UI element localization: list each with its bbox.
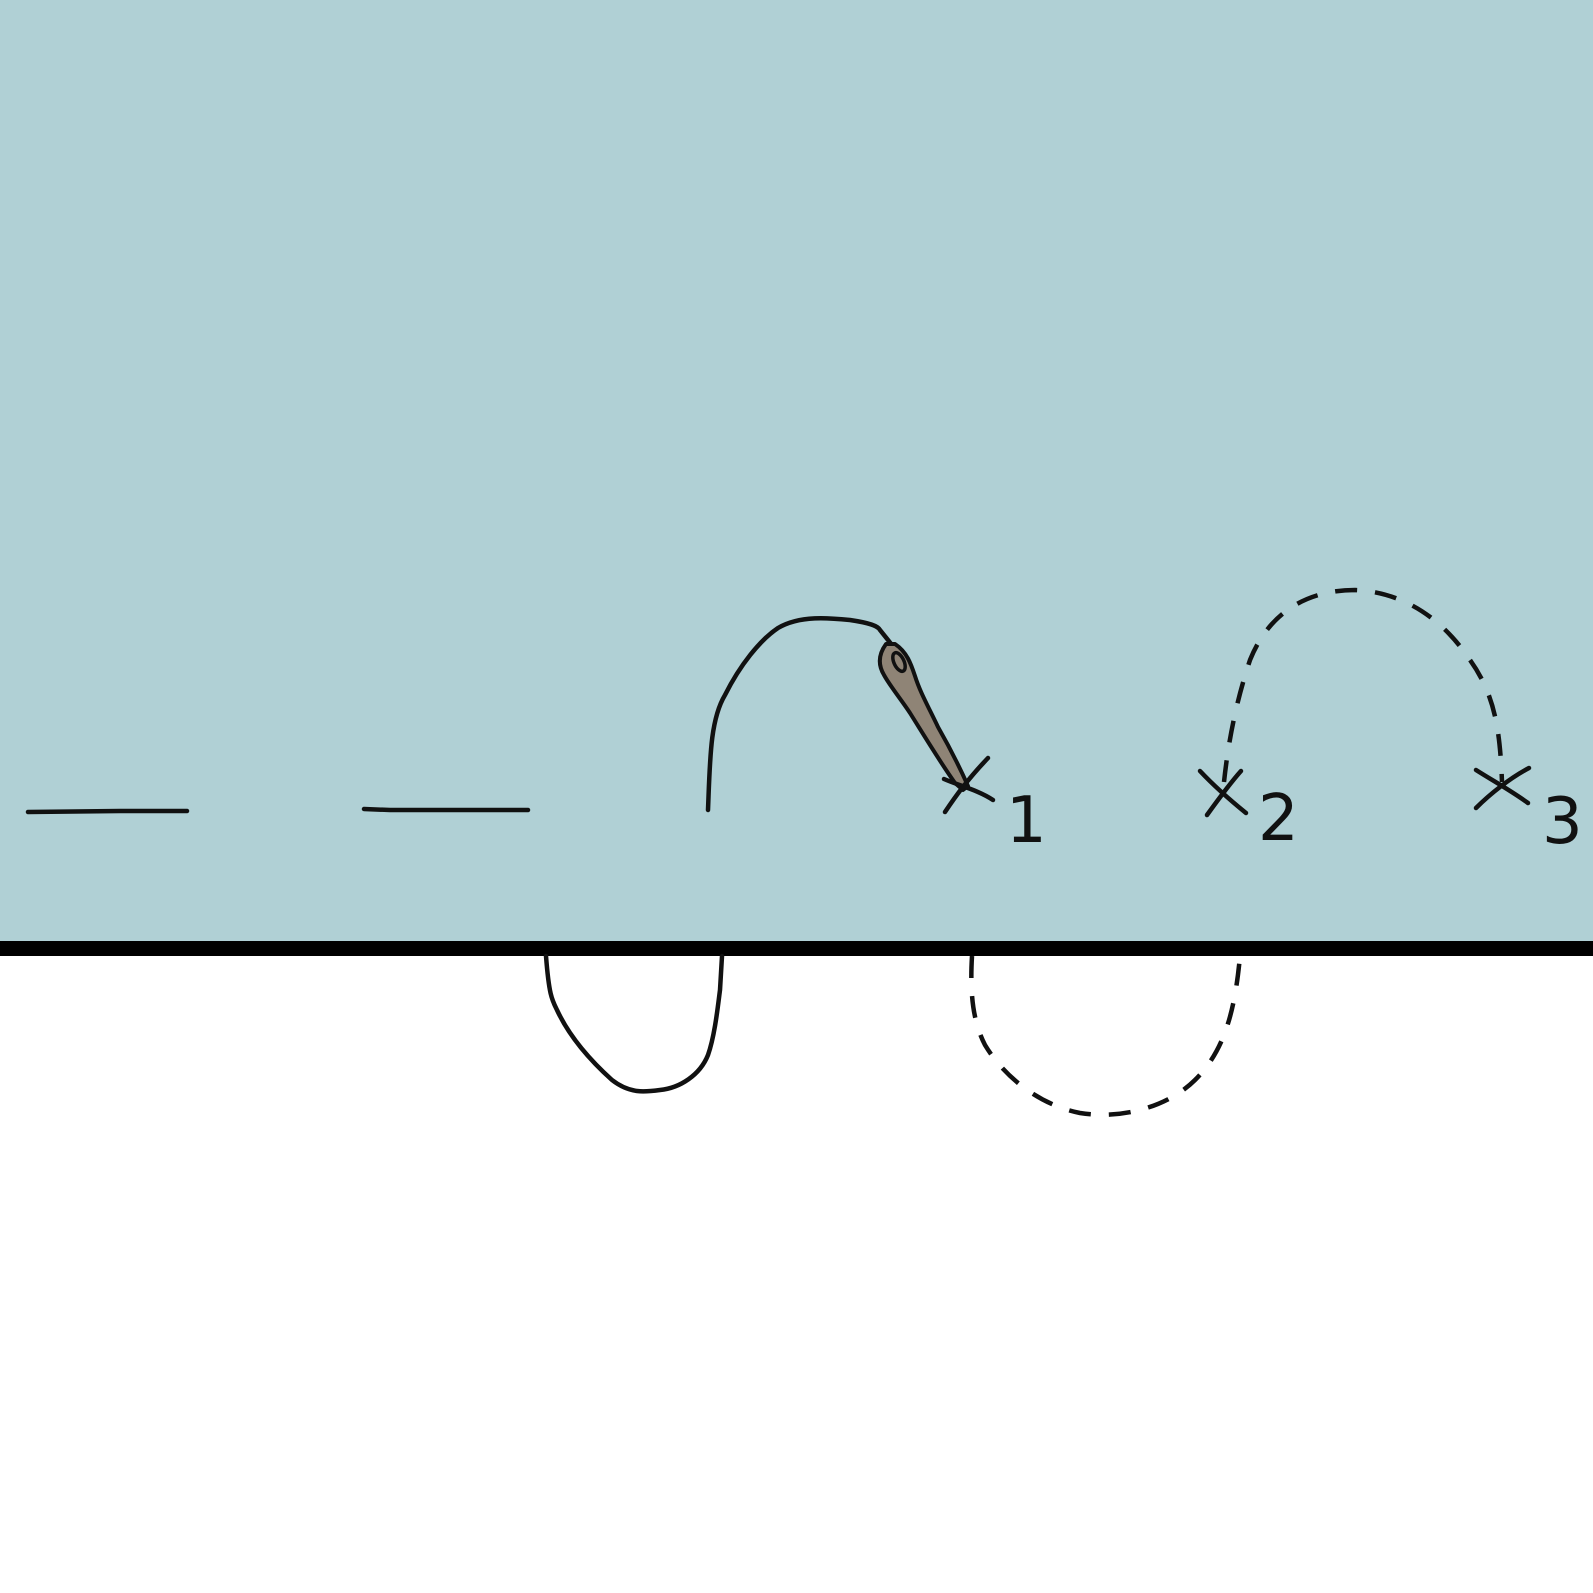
fabric-edge xyxy=(0,941,1593,956)
planned-stitch-top xyxy=(1221,587,1505,783)
completed-stitch-1 xyxy=(25,808,190,815)
step-label-2: 2 xyxy=(1258,782,1299,856)
cross-mark-icon xyxy=(1197,768,1249,818)
step-label-1: 1 xyxy=(1006,784,1047,858)
needle-eye xyxy=(891,650,907,674)
completed-stitch-2 xyxy=(361,806,531,813)
thread-underside-loop xyxy=(543,953,725,1094)
cross-mark-icon xyxy=(1473,765,1532,811)
step-label-3: 3 xyxy=(1542,785,1583,859)
cross-mark-icon xyxy=(941,755,996,815)
planned-stitch-underside xyxy=(969,955,1243,1117)
working-thread xyxy=(705,615,895,813)
fabric-panel xyxy=(0,0,1593,948)
